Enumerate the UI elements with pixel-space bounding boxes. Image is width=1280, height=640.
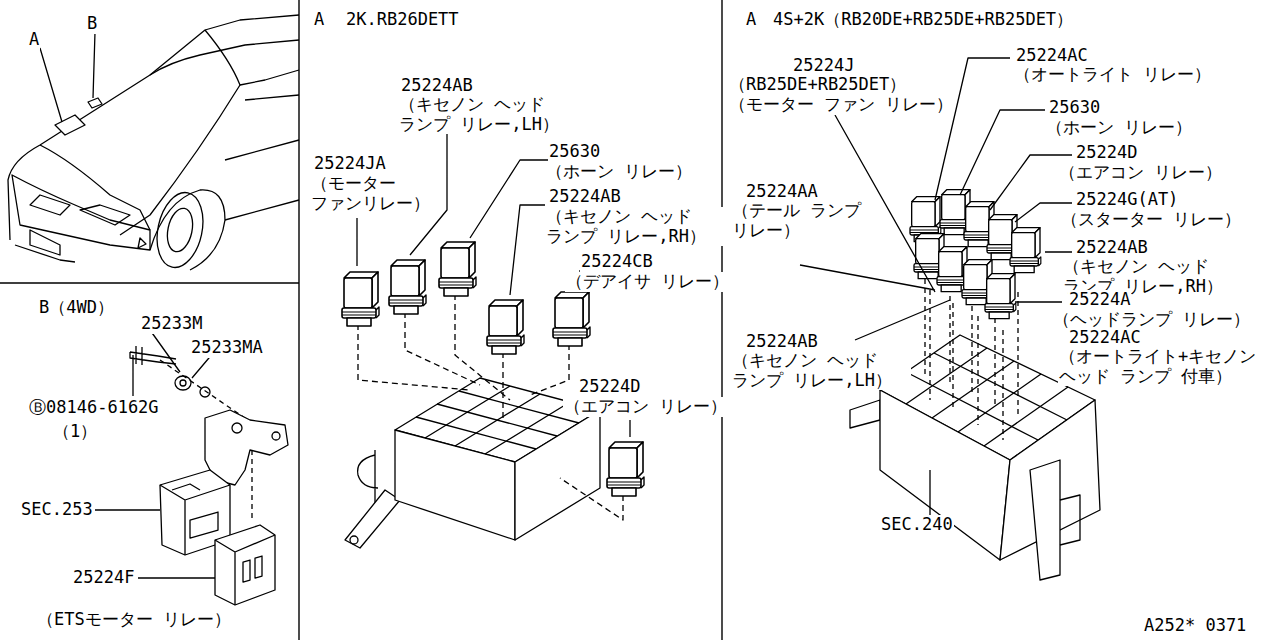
part-number: 25224A	[1068, 290, 1131, 310]
part-name: （ETSモーター リレー）	[36, 610, 232, 630]
part-name: （オートライト+キセノン ヘッド ランプ 付車）	[1058, 347, 1272, 386]
part-name: （モーター ファンリレー）	[310, 174, 442, 213]
part-number: 25224AC	[1015, 46, 1089, 66]
part-number: 25630	[1048, 98, 1101, 118]
view-letter: A	[313, 10, 325, 30]
section-ref: SEC.240	[880, 515, 954, 535]
part-number: 25224CB	[580, 252, 654, 272]
part-name: （デアイサ リレー）	[565, 272, 730, 292]
part-name: （スターター リレー）	[1060, 210, 1242, 230]
part-number: 25224AB	[548, 187, 622, 207]
part-number: 25224F	[72, 568, 135, 588]
part-number: 25233MA	[190, 338, 264, 358]
part-number: 25224AB	[745, 332, 819, 352]
part-number: 25224G(AT)	[1075, 190, 1179, 210]
part-name: （ホーン リレー）	[1045, 118, 1193, 138]
drawing-number: A252* 0371	[1143, 616, 1247, 636]
part-number: 25224AC	[1068, 328, 1142, 348]
part-number: 25630	[548, 142, 601, 162]
part-number: 25224AA	[745, 182, 819, 202]
view-letter: A	[28, 30, 40, 50]
part-number: 25224JA	[313, 154, 387, 174]
bolt-number: Ⓑ08146-6162G	[28, 398, 160, 418]
ets-bracket	[95, 330, 288, 605]
part-name: （テール ランプ リレー）	[731, 201, 883, 240]
view-title: 2K.RB26DETT	[345, 10, 460, 30]
part-number: 25224J	[792, 56, 855, 76]
part-name: （オートライト リレー）	[1013, 65, 1212, 85]
part-name: （モーター ファン リレー）	[728, 95, 954, 115]
section-ref: SEC.253	[20, 500, 94, 520]
part-name: （キセノン ヘッド ランプ リレー,RH）	[545, 207, 725, 246]
part-number: 25224AB	[400, 76, 474, 96]
part-name: （ホーン リレー）	[545, 162, 693, 182]
part-number: 25224D	[578, 377, 641, 397]
part-number: 25224D	[1075, 143, 1138, 163]
quantity: （1）	[52, 422, 98, 442]
part-number: 25224AB	[1075, 238, 1149, 258]
view-title: 4S+2K（RB20DE+RB25DE+RB25DET）	[772, 10, 1074, 30]
view-title: B（4WD）	[38, 298, 115, 318]
view-letter: A	[745, 10, 757, 30]
view-letter: B	[86, 14, 98, 34]
part-name: （エアコン リレー）	[1058, 163, 1223, 183]
engine-note: （RB25DE+RB25DET）	[728, 75, 907, 95]
car-sketch	[8, 15, 299, 272]
part-name: （エアコン リレー）	[563, 397, 728, 417]
part-name: （ヘッドランプ リレー）	[1052, 310, 1251, 330]
part-name: （キセノン ヘッド ランプ リレー,LH）	[731, 351, 911, 390]
part-number: 25233M	[140, 314, 203, 334]
part-name: （キセノン ヘッド ランプ リレー,LH）	[398, 95, 578, 134]
